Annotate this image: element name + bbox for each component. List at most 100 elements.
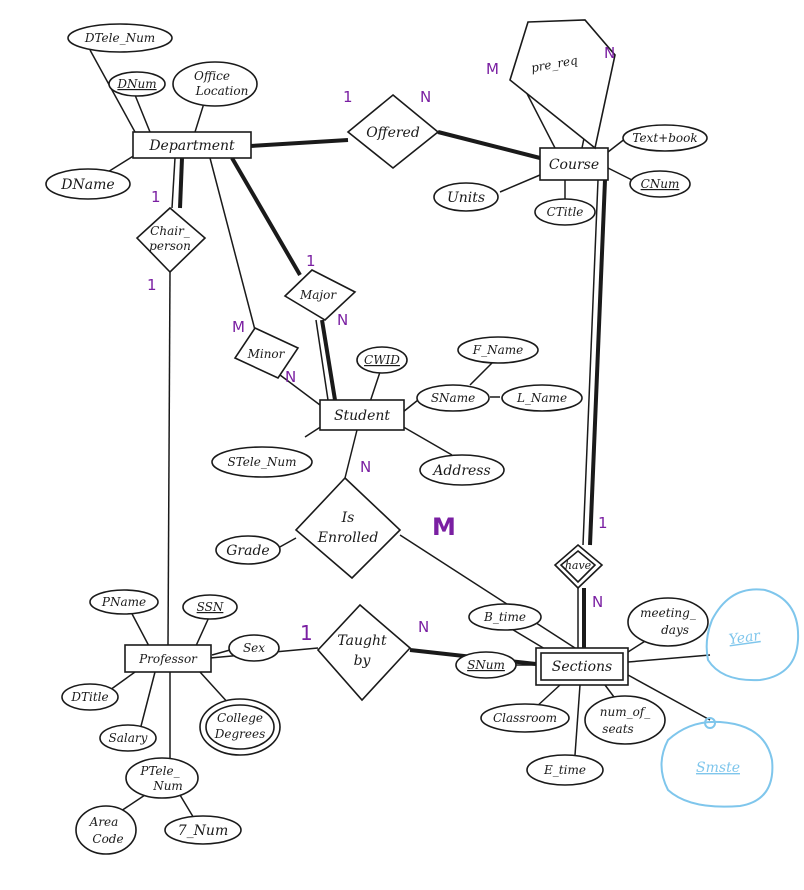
connector-lines — [89, 49, 711, 821]
svg-text:DTele_Num: DTele_Num — [84, 31, 155, 45]
card-have-sections: N — [592, 593, 603, 611]
svg-text:College: College — [217, 711, 263, 725]
attribute-dtitle: DTitle — [61, 683, 119, 711]
card-major-dept: 1 — [306, 252, 316, 270]
svg-text:DTitle: DTitle — [70, 690, 108, 704]
card-offered-dept: 1 — [343, 88, 353, 106]
card-offered-course: N — [420, 88, 431, 106]
svg-text:Classroom: Classroom — [493, 711, 557, 725]
relationship-label: Chair_ — [150, 224, 190, 238]
attribute-classroom: Classroom — [480, 703, 570, 733]
svg-text:Units: Units — [447, 190, 485, 206]
attribute-ctitle: CTitle — [534, 198, 596, 226]
svg-text:Text+book: Text+book — [632, 131, 697, 145]
svg-text:PTele_: PTele_ — [139, 764, 179, 778]
attribute-grade: Grade — [215, 535, 281, 565]
attribute-pname: PName — [89, 589, 159, 615]
svg-text:CTitle: CTitle — [547, 205, 584, 219]
svg-text:Grade: Grade — [226, 543, 269, 559]
attribute-l-name: L_Name — [501, 384, 583, 412]
attribute-dnum-key: DNum — [108, 71, 166, 97]
attribute-office-location: Office Location — [172, 61, 258, 107]
svg-text:B_time: B_time — [483, 610, 526, 624]
entity-professor: Professor — [124, 644, 212, 673]
relationship-label: Is — [341, 510, 355, 526]
attribute-sex: Sex — [228, 634, 280, 662]
svg-text:num_of_: num_of_ — [600, 705, 651, 719]
svg-text:Office: Office — [194, 69, 230, 83]
svg-text:seats: seats — [602, 722, 633, 736]
card-minor-student: N — [285, 368, 296, 386]
attribute-f-name: F_Name — [457, 336, 539, 364]
svg-text:Num: Num — [152, 779, 183, 793]
svg-text:DNum: DNum — [116, 77, 156, 91]
svg-text:Location: Location — [195, 84, 249, 98]
relationship-label: person — [149, 239, 191, 253]
attribute-num-of-seats: num_of_ seats — [584, 695, 666, 745]
svg-text:SSN: SSN — [197, 600, 224, 614]
svg-text:SNum: SNum — [467, 658, 505, 672]
relationship-offered: Offered — [346, 93, 440, 170]
cardinality-labels: 1 N M N 1 1 1 N M N N M 1 N 1 N — [147, 44, 615, 645]
entity-label: Professor — [138, 652, 198, 666]
attribute-cnum-key: CNum — [629, 170, 691, 198]
svg-text:days: days — [661, 623, 689, 637]
entity-department: Department — [132, 131, 252, 159]
entity-student: Student — [319, 399, 405, 431]
svg-text:Smste: Smste — [696, 760, 740, 776]
svg-text:Sex: Sex — [243, 641, 265, 655]
relationship-major: Major — [283, 269, 357, 321]
card-prereq-m: M — [486, 60, 499, 78]
svg-text:CNum: CNum — [641, 177, 680, 191]
annotation-semester: Smste — [660, 717, 774, 808]
attribute-dname: DName — [45, 168, 131, 200]
svg-text:E_time: E_time — [543, 763, 586, 777]
entity-label: Department — [148, 138, 235, 154]
card-taught-sections: N — [418, 618, 429, 636]
svg-text:F_Name: F_Name — [472, 343, 523, 357]
attribute-area-code: Area Code — [75, 805, 137, 855]
attribute-address: Address — [419, 454, 505, 486]
svg-text:7_Num: 7_Num — [178, 823, 228, 839]
attribute-dtele-num: DTele_Num — [67, 23, 173, 53]
attribute-7-num: 7_Num — [164, 815, 242, 845]
attribute-ssn-key: SSN — [182, 594, 238, 620]
attribute-ptele-num-composite: PTele_ Num — [125, 757, 199, 799]
relationship-chairperson: Chair_ person — [135, 206, 207, 274]
attribute-e-time: E_time — [526, 754, 604, 786]
relationship-label: have — [565, 559, 592, 572]
svg-text:meeting_: meeting_ — [640, 606, 696, 620]
attribute-meeting-days: meeting_ days — [627, 597, 709, 647]
attribute-sname-composite: SName — [416, 384, 490, 412]
svg-text:Degrees: Degrees — [214, 727, 266, 741]
svg-text:DName: DName — [60, 177, 114, 193]
card-minor-dept: M — [232, 318, 245, 336]
entity-label: Student — [334, 408, 390, 424]
card-major-student: N — [337, 311, 348, 329]
entity-label: Sections — [552, 659, 612, 675]
svg-text:Address: Address — [431, 463, 490, 479]
relationship-is-enrolled: Is Enrolled — [294, 476, 402, 580]
card-enrolled-sections: M — [432, 513, 456, 541]
svg-text:Area: Area — [89, 815, 119, 829]
relationship-label: Offered — [366, 125, 420, 141]
svg-text:L_Name: L_Name — [516, 391, 567, 405]
attribute-snum-partial-key: SNum — [455, 651, 517, 679]
relationship-taught-by: Taught by — [316, 603, 412, 702]
relationship-have: have — [553, 543, 604, 590]
svg-text:Code: Code — [92, 832, 123, 846]
svg-text:CWID: CWID — [364, 353, 400, 367]
annotation-year: Year — [705, 588, 800, 682]
relationship-label: Taught — [337, 633, 387, 649]
relationship-minor: Minor — [233, 326, 300, 380]
attribute-stele-num: STele_Num — [211, 446, 313, 478]
attribute-cwid-key: CWID — [356, 346, 408, 374]
card-taught-prof: 1 — [300, 621, 313, 645]
entity-course: Course — [539, 147, 609, 181]
card-prereq-n: N — [604, 44, 615, 62]
relationship-label: Minor — [247, 347, 286, 361]
card-enrolled-student: N — [360, 458, 371, 476]
attribute-textbook: Text+book — [622, 124, 708, 152]
svg-text:Salary: Salary — [109, 731, 148, 745]
